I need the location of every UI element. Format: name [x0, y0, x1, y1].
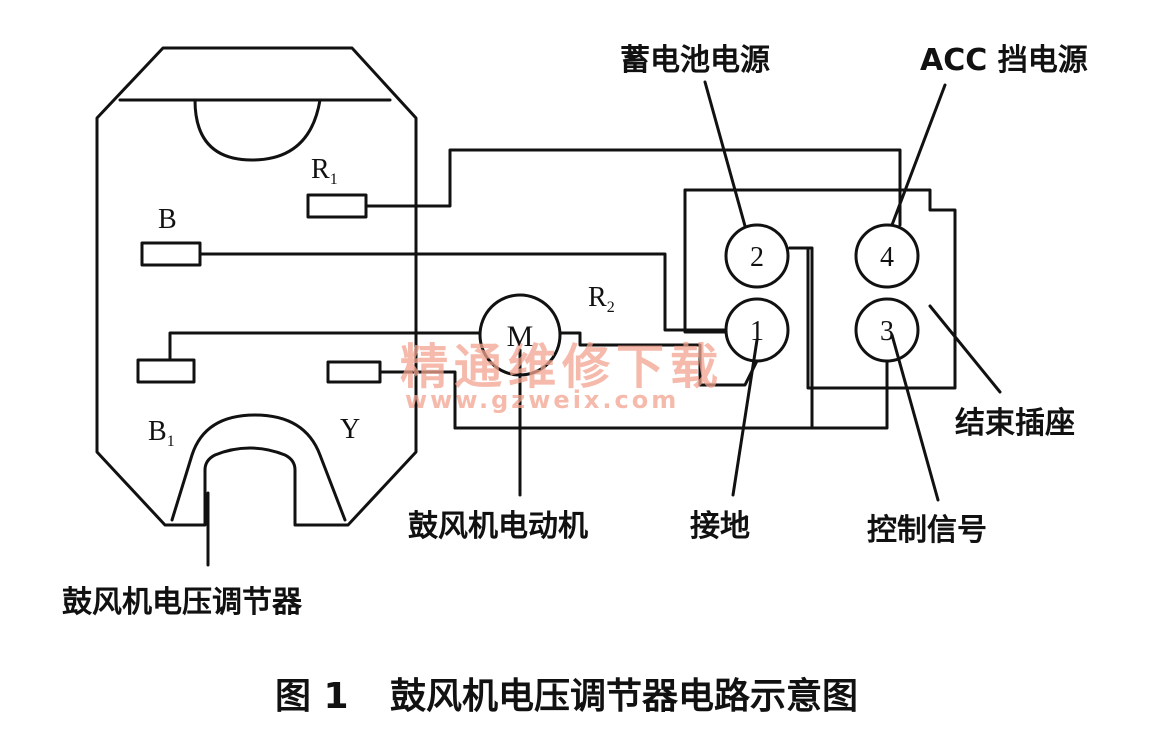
label-b: B [158, 204, 177, 235]
wire-motor-to-r2 [558, 331, 759, 387]
pin-4-circle [854, 223, 920, 289]
regulator-bottom-arch [170, 413, 347, 522]
regulator-top-notch [193, 98, 322, 162]
leader-end-socket [928, 304, 1002, 394]
leader-control [890, 333, 940, 502]
label-end-socket: 结束插座 [955, 406, 1075, 441]
pin-2-label: 2 [750, 242, 764, 273]
terminal-b [140, 241, 202, 267]
motor-symbol: M [507, 320, 534, 353]
leader-acc [890, 83, 947, 227]
label-ground: 接地 [690, 509, 750, 544]
end-socket-outline [683, 188, 957, 390]
terminal-r1 [306, 193, 368, 219]
label-y: Y [340, 414, 360, 445]
label-control-signal: 控制信号 [867, 513, 987, 548]
caption-text: 鼓风机电压调节器电路示意图 [390, 676, 858, 717]
terminal-y [326, 360, 382, 384]
leader-battery [703, 80, 747, 228]
wire-r1-to-pin4 [364, 148, 902, 227]
leader-ground [731, 338, 759, 497]
label-acc-power: ACC 挡电源 [920, 43, 1088, 78]
terminal-b1 [136, 358, 196, 384]
regulator-housing [95, 46, 418, 527]
label-r1: R1 [311, 154, 338, 188]
label-regulator: 鼓风机电压调节器 [62, 585, 303, 620]
pin-2-circle [724, 223, 790, 289]
label-b1: B1 [148, 416, 175, 450]
caption-number: 图 1 [275, 676, 349, 717]
watermark-cn: 精通维修下载 [400, 339, 724, 395]
pin-4-label: 4 [880, 242, 894, 273]
label-blower-motor: 鼓风机电动机 [408, 509, 588, 544]
pin-3-label: 3 [880, 316, 894, 347]
wire-b-to-pin1 [198, 252, 728, 332]
wire-y-to-pin3 [453, 359, 889, 430]
wire-b1-to-motor [168, 331, 482, 362]
label-r2: R2 [588, 282, 615, 316]
label-battery-power: 蓄电池电源 [620, 43, 770, 78]
socket-left-wall [683, 188, 727, 334]
watermark-url: www.gzweix.com [405, 386, 679, 414]
pin-1-label: 1 [750, 316, 764, 347]
